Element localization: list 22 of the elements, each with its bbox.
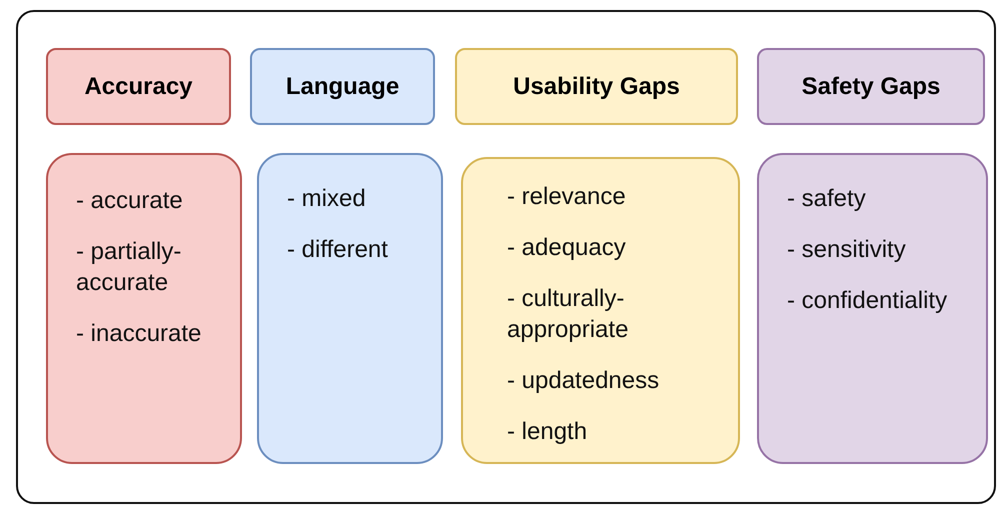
list-item: - inaccurate	[76, 319, 202, 349]
list-item: - safety	[787, 184, 867, 214]
list-item: - sensitivity	[787, 235, 907, 265]
category-card	[757, 153, 988, 464]
outer-panel	[16, 10, 996, 504]
list-item: - length	[507, 417, 588, 447]
list-item: - relevance	[507, 182, 627, 212]
category-header: Language	[250, 48, 435, 125]
category-card	[46, 153, 242, 464]
list-item: - accurate	[76, 186, 184, 216]
list-item: - different	[287, 235, 389, 265]
list-item: - updatedness	[507, 366, 660, 396]
list-item: - culturally-appropriate	[507, 284, 630, 345]
list-item: - mixed	[287, 184, 367, 214]
category-header: Usability Gaps	[455, 48, 738, 125]
category-header: Safety Gaps	[757, 48, 985, 125]
list-item: - confidentiality	[787, 286, 948, 316]
category-card	[461, 157, 740, 464]
category-header: Accuracy	[46, 48, 231, 125]
category-card	[257, 153, 443, 464]
list-item: - adequacy	[507, 233, 627, 263]
list-item: - partially-accurate	[76, 237, 182, 298]
